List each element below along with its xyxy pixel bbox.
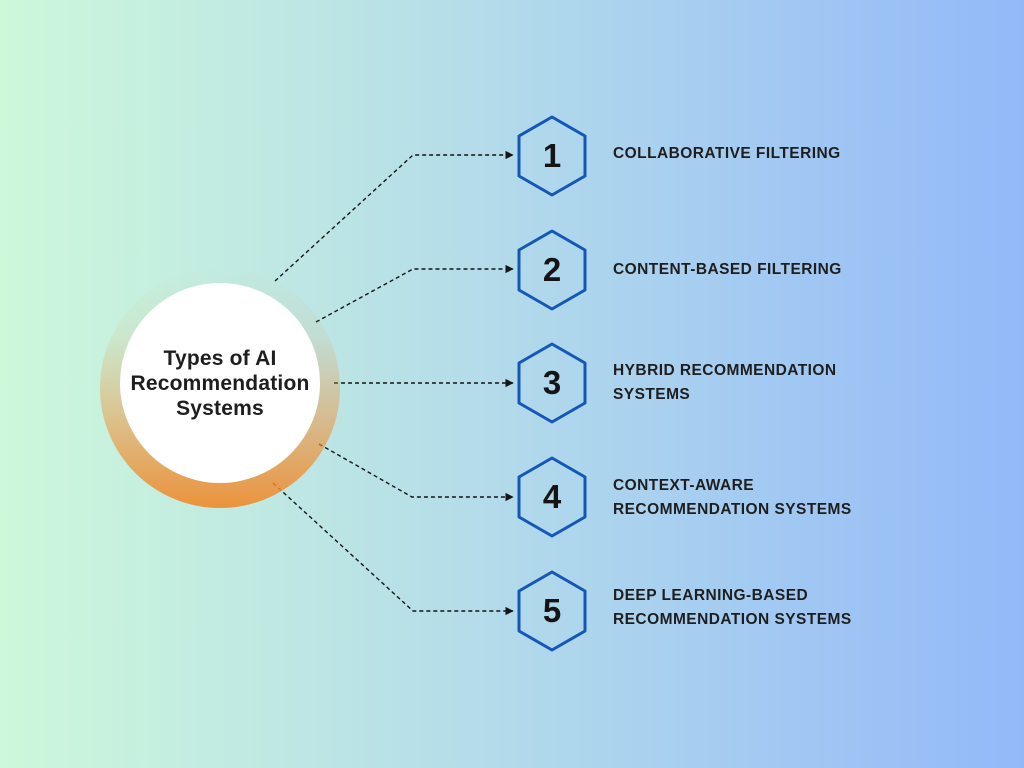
hub-circle: Types of AI Recommendation Systems [120,283,320,483]
node-label-line: HYBRID RECOMMENDATION [613,362,837,379]
node-label-1: COLLABORATIVE FILTERING [613,142,913,166]
connector-node-5 [272,482,514,616]
node-label-2: CONTENT-BASED FILTERING [613,258,913,282]
node-label-3: HYBRID RECOMMENDATION SYSTEMS [613,359,913,407]
node-label-5: DEEP LEARNING-BASED RECOMMENDATION SYSTE… [613,584,913,632]
hexagon-shape-icon [517,115,587,197]
connector-node-4 [318,443,514,502]
hexagon-node-2: 2 [516,229,588,311]
connector-node-2 [315,264,514,323]
connector-node-1 [274,150,514,282]
node-number: 4 [542,478,562,515]
node-number: 5 [542,592,562,629]
diagram-title: Types of AI Recommendation Systems [131,346,310,421]
node-number: 1 [542,137,562,174]
node-label-line: COLLABORATIVE FILTERING [613,145,841,162]
diagram-title-line: Recommendation [130,371,310,395]
node-number: 2 [542,251,562,288]
node-label-line: RECOMMENDATION SYSTEMS [613,611,852,628]
diagram-title-line: Systems [176,396,264,420]
node-label-line: DEEP LEARNING-BASED [613,587,809,604]
node-label-4: CONTEXT-AWARE RECOMMENDATION SYSTEMS [613,474,913,522]
hexagon-shape-icon [517,570,587,652]
hexagon-node-5: 5 [516,570,588,652]
hexagon-shape-icon [517,229,587,311]
node-label-line: SYSTEMS [613,386,691,403]
hexagon-node-1: 1 [516,115,588,197]
hexagon-node-4: 4 [516,456,588,538]
hexagon-shape-icon [517,342,587,424]
diagram-title-line: Types of AI [163,346,277,370]
node-label-line: CONTENT-BASED FILTERING [613,261,842,278]
hexagon-node-3: 3 [516,342,588,424]
node-label-line: RECOMMENDATION SYSTEMS [613,501,852,518]
node-number: 3 [542,364,562,401]
node-label-line: CONTEXT-AWARE [613,477,755,494]
hexagon-shape-icon [517,456,587,538]
